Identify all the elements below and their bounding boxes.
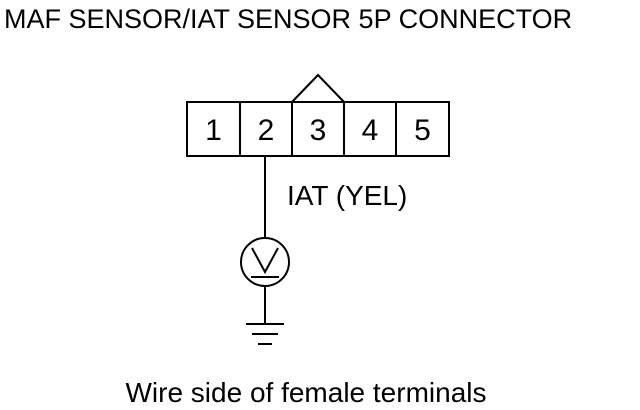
connector-lock-tab (291, 73, 345, 103)
pin-1-label: 1 (205, 114, 222, 147)
pin-3-label: 3 (310, 114, 327, 147)
pin-2-label: 2 (258, 114, 275, 147)
connector-5p: 1 2 3 4 5 (186, 73, 450, 157)
voltmeter-icon (240, 237, 290, 287)
ground-icon (246, 323, 284, 345)
pin-5-label: 5 (414, 114, 431, 147)
diagram-caption: Wire side of female terminals (125, 377, 486, 408)
pin-4-label: 4 (362, 114, 379, 147)
wire-label: IAT (YEL) (287, 180, 407, 211)
connector-housing (186, 101, 450, 157)
diagram-title: MAF SENSOR/IAT SENSOR 5P CONNECTOR (4, 4, 572, 34)
